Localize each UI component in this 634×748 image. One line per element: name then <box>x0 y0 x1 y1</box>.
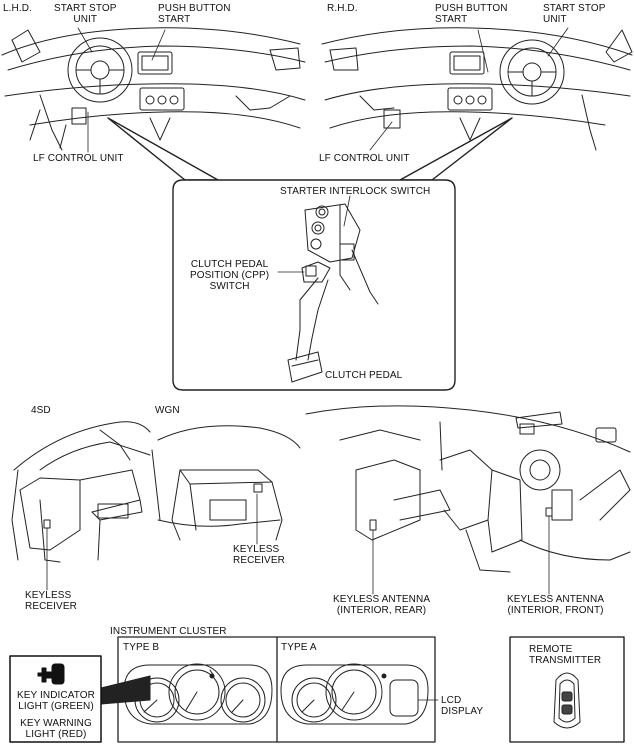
remote-transmitter-box <box>509 636 625 743</box>
pedal-inset-frame <box>107 117 513 391</box>
rhd-dashboard-illustration <box>321 27 633 151</box>
keyless-antenna-rear-label: KEYLESS ANTENNA (INTERIOR, REAR) <box>333 594 431 616</box>
key-indicator-light-label: KEY INDICATOR LIGHT (GREEN) <box>17 690 95 712</box>
lf-control-unit-label-rhd: LF CONTROL UNIT <box>319 153 410 164</box>
pedal-leader-lines <box>277 195 351 273</box>
type-a-label: TYPE A <box>281 642 317 653</box>
cpp-switch-label: CLUTCH PEDAL POSITION (CPP) SWITCH <box>190 259 270 292</box>
keyless-receiver-label-wagon: KEYLESS RECEIVER <box>233 544 285 566</box>
type-a-cluster-illustration <box>280 663 429 725</box>
lhd-dashboard-illustration <box>1 27 306 151</box>
start-stop-unit-label-rhd: START STOP UNIT <box>543 3 606 25</box>
vehicle-interior-illustration <box>305 405 631 573</box>
rhd-label: R.H.D. <box>327 3 358 14</box>
clutch-pedal-label: CLUTCH PEDAL <box>325 370 403 381</box>
key-warning-light-label: KEY WARNING LIGHT (RED) <box>20 718 92 740</box>
push-button-start-label-rhd: PUSH BUTTON START <box>435 3 508 25</box>
lcd-display-label: LCD DISPLAY <box>441 695 484 717</box>
remote-transmitter-illustration <box>553 672 581 729</box>
clutch-pedal-illustration <box>287 203 379 383</box>
start-stop-unit-label-lhd: START STOP UNIT <box>54 3 117 25</box>
remote-transmitter-label: REMOTE TRANSMITTER <box>529 644 602 666</box>
instrument-cluster-title: INSTRUMENT CLUSTER <box>110 626 227 637</box>
starter-interlock-switch-label: STARTER INTERLOCK SWITCH <box>280 186 431 197</box>
push-button-start-label-lhd: PUSH BUTTON START <box>158 3 231 25</box>
keyless-antenna-front-label: KEYLESS ANTENNA (INTERIOR, FRONT) <box>507 594 605 616</box>
lhd-label: L.H.D. <box>3 3 32 14</box>
key-indicator-icon <box>37 663 65 685</box>
sedan-rear-interior-illustration <box>11 421 151 563</box>
keyless-receiver-label-sedan: KEYLESS RECEIVER <box>25 590 77 612</box>
wagon-cargo-illustration <box>151 425 301 541</box>
vehicle-leader-lines <box>46 493 550 595</box>
instrument-cluster-frame <box>117 636 436 743</box>
top-leader-lines <box>77 27 569 153</box>
type-b-label: TYPE B <box>123 642 160 653</box>
lf-control-unit-label-lhd: LF CONTROL UNIT <box>33 153 124 164</box>
sedan-label: 4SD <box>31 405 51 416</box>
wagon-label: WGN <box>155 405 180 416</box>
